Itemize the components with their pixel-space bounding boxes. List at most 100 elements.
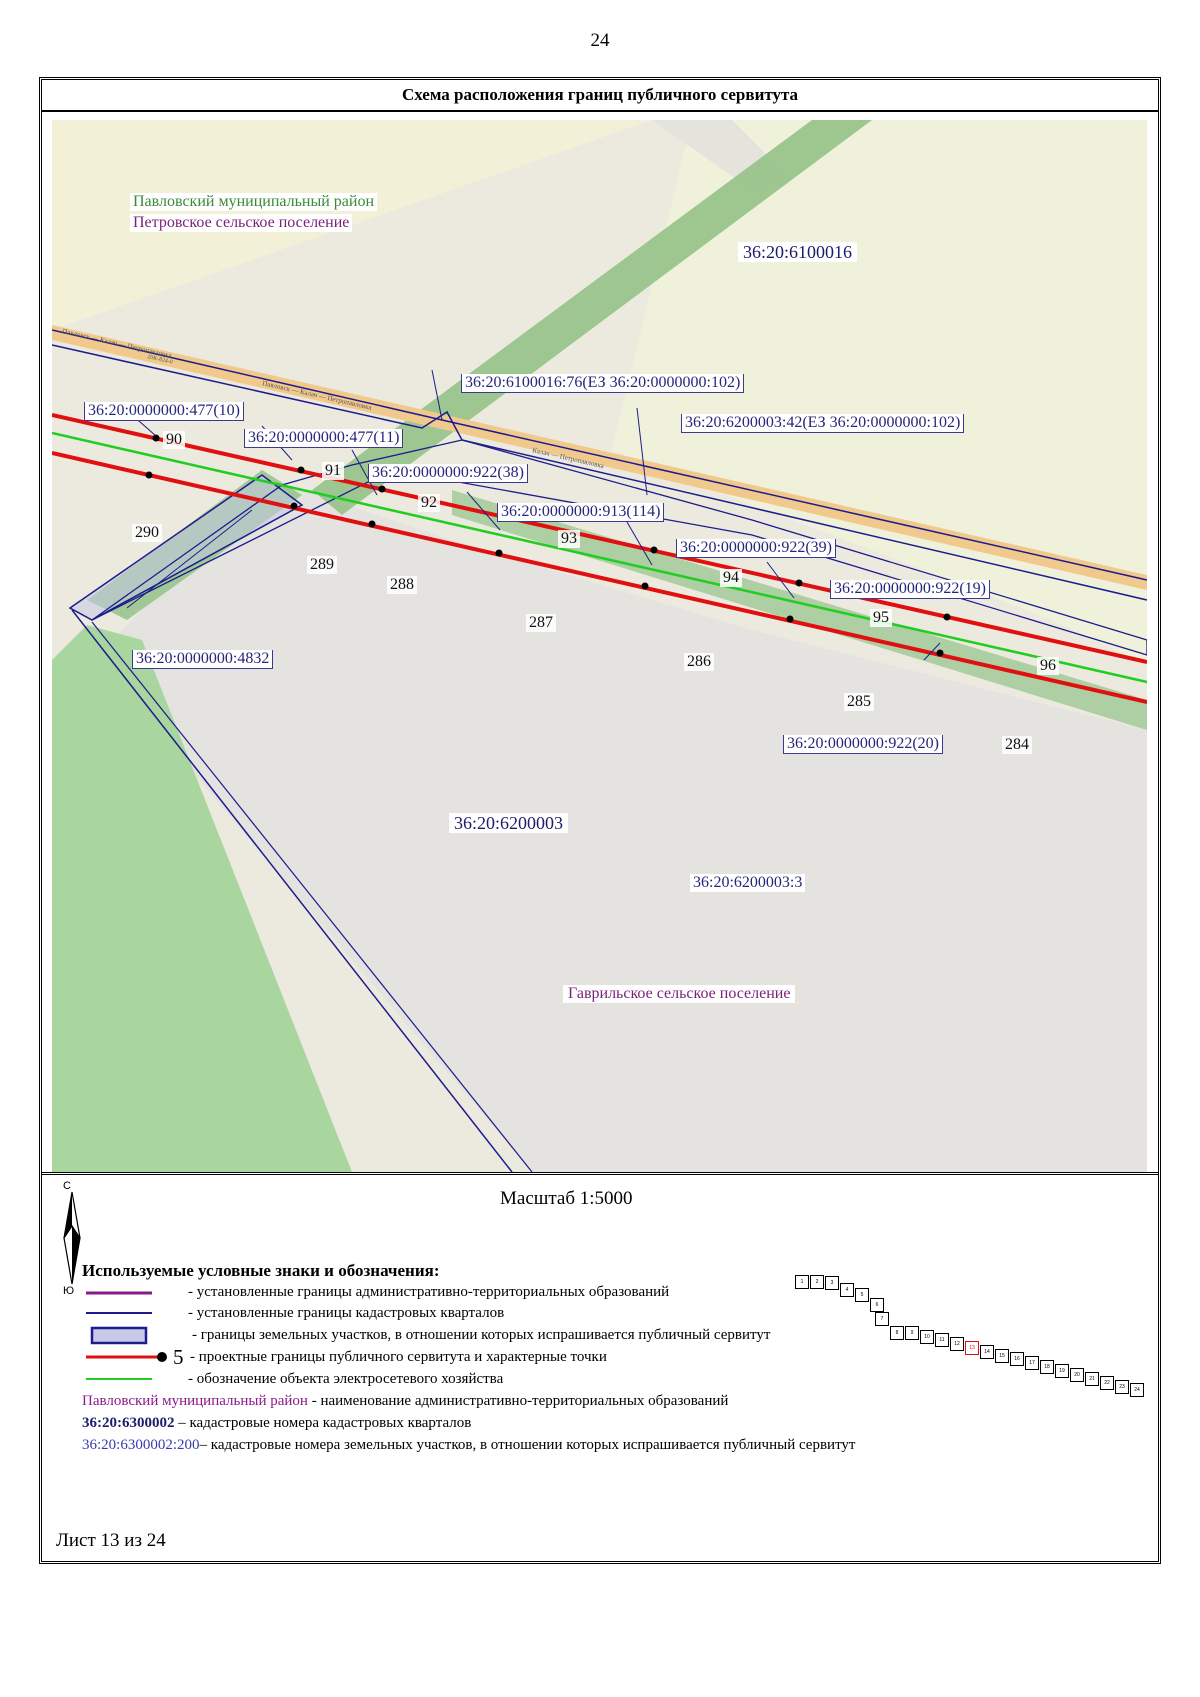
map-frame [42, 112, 1158, 1175]
sheet-cell-23: 23 [1115, 1380, 1129, 1394]
point-284 [936, 649, 944, 657]
legend-item-parcel: - границы земельных участков, в отношени… [192, 1327, 771, 1343]
sheet-cell-11: 11 [935, 1333, 949, 1347]
sheet-cell-2: 2 [810, 1275, 824, 1289]
quarter-sample: 36:20:6300002 [82, 1415, 175, 1431]
legend-item-power: - обозначение объекта электросетевого хо… [188, 1371, 504, 1387]
compass-icon [63, 1192, 81, 1284]
parcel-text: – кадастровые номера земельных участков,… [199, 1437, 856, 1453]
point-90 [152, 434, 160, 442]
point-label-288: 288 [387, 576, 417, 594]
south-letter: Ю [63, 1285, 75, 1297]
point-289 [290, 502, 298, 510]
sheet-cell-17: 17 [1025, 1356, 1039, 1370]
parcel-label-922-38: 36:20:0000000:922(38) [368, 464, 528, 483]
quarter-boundary-left-2 [91, 621, 533, 1172]
point-285 [786, 615, 794, 623]
forest-belt-top [312, 120, 872, 515]
meadow-area [52, 625, 352, 1172]
sheet-cell-10: 10 [920, 1330, 934, 1344]
sheet-cell-9: 9 [905, 1326, 919, 1340]
sheet-cell-19: 19 [1055, 1364, 1069, 1378]
sheet-frame [39, 77, 1161, 1564]
quarter-boundary-left [71, 609, 513, 1172]
road-label-4: 20К-824-0 [147, 354, 174, 366]
parcel-symbol [90, 1326, 148, 1345]
point-label-91: 91 [322, 462, 344, 480]
legend-item-quarter: - установленные границы кадастровых квар… [188, 1305, 505, 1321]
sheet-cell-6: 6 [870, 1298, 884, 1312]
parcel-label-913-114: 36:20:0000000:913(114) [497, 503, 665, 522]
admin-text: - наименование административно-территори… [307, 1393, 729, 1409]
point-label-289: 289 [307, 556, 337, 574]
sheet-cell-16: 16 [1010, 1352, 1024, 1366]
point-label-96: 96 [1037, 657, 1059, 675]
parcel-label-922-20: 36:20:0000000:922(20) [783, 735, 943, 754]
settlement-label-2: Гаврильское сельское поселение [563, 985, 796, 1003]
parcel-label-922-39: 36:20:0000000:922(39) [676, 539, 836, 558]
parcel-label-922-19: 36:20:0000000:922(19) [830, 580, 990, 599]
point-label-92: 92 [418, 494, 440, 512]
sheet-cell-18: 18 [1040, 1360, 1054, 1374]
parcel-label-6100016-76: 36:20:6100016:76(ЕЗ 36:20:0000000:102) [461, 374, 745, 393]
point-label-286: 286 [684, 653, 714, 671]
point-label-284: 284 [1002, 736, 1032, 754]
legend-parcel-row: 36:20:6300002:200– кадастровые номера зе… [82, 1437, 856, 1454]
point-286 [641, 582, 649, 590]
cadastral-map: Павловск — Калач — Петропавловка Павловс… [52, 120, 1147, 1172]
point-label-90: 90 [163, 431, 185, 449]
point-91 [297, 466, 305, 474]
characteristic-point-symbol [157, 1352, 167, 1362]
sheet-cell-1: 1 [795, 1275, 809, 1289]
sheet-number: Лист 13 из 24 [56, 1530, 166, 1551]
sheet-cell-24: 24 [1130, 1383, 1144, 1397]
servitude-boundary-bottom [52, 451, 1147, 704]
road-orange [52, 325, 1147, 590]
legend-symbols [86, 1291, 167, 1380]
point-290 [145, 471, 153, 479]
point-96 [943, 613, 951, 621]
sheet-cell-20: 20 [1070, 1368, 1084, 1382]
point-95 [795, 579, 803, 587]
point-label-290: 290 [132, 524, 162, 542]
point-label-95: 95 [870, 609, 892, 627]
sheet-cell-3: 3 [825, 1276, 839, 1290]
servitude-boundary-top [52, 413, 1147, 664]
parcel-label-6200003-42: 36:20:6200003:42(ЕЗ 36:20:0000000:102) [681, 414, 965, 433]
legend-quarter-row: 36:20:6300002 – кадастровые номера кадас… [82, 1415, 471, 1432]
sheet-cell-12: 12 [950, 1337, 964, 1351]
forest-belt-road [452, 490, 1147, 730]
page-number: 24 [590, 30, 610, 51]
point-288 [368, 520, 376, 528]
point-94 [650, 546, 658, 554]
point-label-94: 94 [720, 569, 742, 587]
scheme-title: Схема расположения границ публичного сер… [42, 80, 1158, 112]
legend-item-servitude: - проектные границы публичного сервитута… [190, 1349, 607, 1365]
legend-point-number: 5 [173, 1345, 184, 1369]
sheet-cell-13: 13 [965, 1341, 979, 1355]
sheet-cell-4: 4 [840, 1283, 854, 1297]
legend-item-admin: - установленные границы административно-… [188, 1284, 670, 1300]
sheet-cell-22: 22 [1100, 1376, 1114, 1390]
quarter-text: – кадастровые номера кадастровых квартал… [174, 1415, 472, 1431]
point-287 [495, 549, 503, 557]
parcel-sample: 36:20:6300002:200 [82, 1437, 200, 1453]
sheet-cell-14: 14 [980, 1345, 994, 1359]
legend-heading: Используемые условные знаки и обозначени… [82, 1261, 440, 1280]
point-label-287: 287 [526, 614, 556, 632]
legend-panel [42, 1175, 1158, 1561]
north-letter: С [63, 1180, 71, 1192]
sheet-cell-8: 8 [890, 1326, 904, 1340]
quarter-label-6100016: 36:20:6100016 [738, 242, 858, 262]
settlement-label: Петровское сельское поселение [130, 214, 353, 232]
parcel-label-477-10: 36:20:0000000:477(10) [84, 402, 244, 421]
point-label-93: 93 [558, 530, 580, 548]
legend-admin-row: Павловский муниципальный район - наимено… [82, 1393, 728, 1410]
power-line [52, 431, 1147, 684]
admin-sample: Павловский муниципальный район [82, 1393, 308, 1409]
parcel-label-4832: 36:20:0000000:4832 [132, 650, 274, 669]
quarter-6200003-area [92, 480, 1147, 1172]
servitude-points-bottom [145, 471, 944, 657]
quarter-boundary-road-2 [52, 344, 1147, 601]
quarter-label-6200003: 36:20:6200003 [449, 813, 569, 833]
